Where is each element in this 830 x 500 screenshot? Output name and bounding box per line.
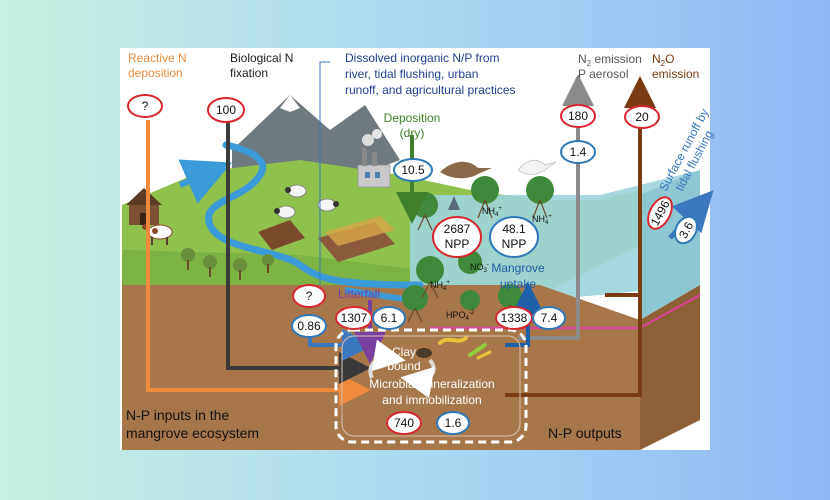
heron-icon [448, 196, 460, 210]
value-microbial-p: 1.6 [436, 411, 470, 435]
dissolved-label-2: river, tidal flushing, urban [345, 67, 478, 81]
svg-text:?: ? [306, 289, 313, 303]
value-runoff-p: 3.6 [673, 215, 699, 245]
microbial-label-1: Microbial mineralization [369, 377, 494, 391]
mountain [232, 95, 400, 175]
bio-fixation-label-2: fixation [230, 66, 268, 80]
value-microbial-n: 740 [386, 411, 422, 435]
svg-text:20: 20 [635, 110, 649, 124]
worm-icon [438, 336, 492, 360]
nh4-label-2: NH4+ [532, 214, 552, 226]
svg-text:1.6: 1.6 [445, 416, 462, 430]
svg-text:0.86: 0.86 [297, 319, 321, 333]
bio-fixation-label-1: Biological N [230, 51, 293, 65]
svg-text:?: ? [142, 99, 149, 113]
mangrove-uptake-label-2: uptake [500, 277, 536, 291]
svg-text:1338: 1338 [501, 311, 528, 325]
value-p-aerosol: 1.4 [560, 140, 596, 164]
n2-emission-label: N2 emission [578, 52, 642, 68]
svg-text:6.1: 6.1 [381, 311, 398, 325]
dissolved-label-1: Dissolved inorganic N/P from [345, 51, 500, 65]
inputs-label-1: N-P inputs in the [126, 407, 229, 423]
value-litterfall-n: 1307 [335, 306, 373, 330]
microbial-label-2: and immobilization [382, 393, 481, 407]
crop-field-icon [258, 216, 395, 262]
svg-text:NPP: NPP [502, 237, 527, 251]
microbial-pool-box [334, 328, 528, 444]
svg-text:100: 100 [216, 103, 236, 117]
clay-bound-label-1: Clay [392, 345, 416, 359]
dissolved-input-line [319, 61, 330, 285]
value-npp-p: 48.1 NPP [489, 216, 539, 258]
crab-icon [416, 348, 432, 358]
svg-text:10.5: 10.5 [401, 163, 425, 177]
svg-text:180: 180 [568, 109, 588, 123]
svg-text:740: 740 [394, 416, 414, 430]
river-branch-2 [344, 287, 411, 303]
factory-icon [357, 129, 391, 188]
svg-text:NPP: NPP [445, 237, 470, 251]
svg-text:2687: 2687 [444, 222, 471, 236]
outputs-label: N-P outputs [548, 425, 622, 441]
n2o-emission-label: emission [652, 67, 699, 81]
deposition-dry-label-1: Deposition [384, 111, 441, 125]
cycle-arrows-icon [368, 339, 436, 399]
svg-text:7.4: 7.4 [541, 311, 558, 325]
dissolved-label-3: runoff, and agricultural practices [345, 83, 516, 97]
clay-bound-label-2: bound [387, 359, 420, 373]
p-aerosol-label: P aerosol [578, 67, 628, 81]
value-n2-emission: 180 [560, 104, 596, 128]
litterfall-label: Litterfall [338, 287, 380, 301]
n2-emission-arrow [518, 74, 594, 340]
value-dissolved-n: ? [292, 284, 326, 308]
value-npp-n: 2687 NPP [432, 216, 482, 258]
reactive-n-label-2: deposition [128, 66, 183, 80]
svg-text:1307: 1307 [341, 311, 368, 325]
soil-side [640, 285, 700, 450]
nh4-label-1: NH4+ [482, 206, 502, 218]
reactive-n-label-1: Reactive N [128, 51, 187, 65]
hpo4-label: HPO4-2 [446, 310, 475, 322]
value-n2o-emission: 20 [624, 105, 660, 129]
egret-icon [517, 159, 557, 175]
sheep-icon [274, 184, 339, 219]
n2o-emission-arrow [505, 76, 656, 397]
mountain-snow [280, 95, 300, 112]
value-reactive-n: ? [127, 94, 163, 118]
value-uptake-n: 1338 [495, 306, 533, 330]
value-dissolved-p: 0.86 [291, 314, 327, 338]
pelican-icon [440, 161, 492, 179]
mangrove-uptake-label-1: Mangrove [491, 261, 545, 275]
value-litterfall-p: 6.1 [372, 306, 406, 330]
no3-label: NO3- [470, 262, 489, 274]
barn-icon [126, 188, 162, 225]
deposition-dry-label-2: (dry) [400, 126, 425, 140]
svg-text:48.1: 48.1 [502, 222, 526, 236]
nh4-label-3: NH4+ [430, 280, 450, 292]
bio-fixation-arrow [226, 115, 371, 384]
value-deposition-dry: 10.5 [393, 158, 433, 182]
n2o-label: N2O [652, 52, 674, 68]
value-uptake-p: 7.4 [532, 306, 566, 330]
value-bio-fixation: 100 [207, 97, 245, 123]
river-branch [178, 159, 233, 204]
svg-text:1.4: 1.4 [570, 145, 587, 159]
inputs-label-2: mangrove ecosystem [126, 425, 259, 441]
reactive-n-arrow [146, 120, 371, 406]
microbial-pool-inner [341, 335, 521, 437]
tree-icons [181, 248, 274, 280]
river [205, 141, 424, 289]
